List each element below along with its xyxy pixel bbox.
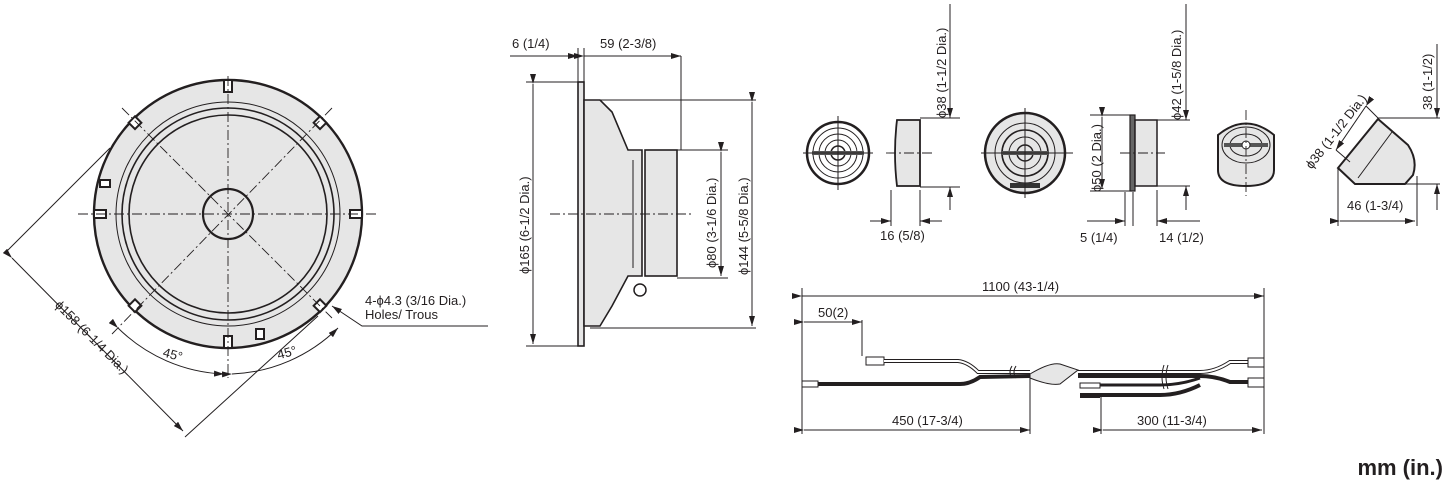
cable-offset-label: 50(2) <box>818 305 849 320</box>
tweeter-surface-mount <box>803 4 960 226</box>
cable-left-length-label: 450 (17-3/4) <box>892 413 963 428</box>
cable-total-length-label: 1100 (43-1/4) <box>982 279 1060 294</box>
tweeter-surface-depth-label: 16 (5/8) <box>880 228 925 243</box>
tweeter-mount-depth-label: 14 (1/2) <box>1159 230 1204 245</box>
flange-depth-label: 6 (1/4) <box>512 36 550 51</box>
woofer-side-view <box>510 48 756 347</box>
speaker-cable <box>792 288 1265 434</box>
tweeter-angled-front <box>1217 110 1275 196</box>
holes-label-line1: 4-ϕ4.3 (3/16 Dia.) <box>365 293 467 308</box>
holes-label-line2: Holes/ Trous <box>365 307 438 322</box>
tweeter-angled-height-label: 38 (1-1/2) <box>1420 53 1435 110</box>
woofer-front-view <box>2 76 488 438</box>
tweeter-flange-diameter-label: ϕ50 (2 Dia.) <box>1089 124 1104 192</box>
mount-depth-label: 59 (2-3/8) <box>600 36 657 51</box>
cutout-diameter-label: ϕ144 (5-5/8 Dia.) <box>736 177 751 275</box>
outer-diameter-label: ϕ165 (6-1/2 Dia.) <box>517 176 532 274</box>
tweeter-flush-mount <box>981 4 1200 226</box>
tweeter-angled-width-label: 46 (1-3/4) <box>1347 198 1404 213</box>
tweeter-flange-depth-label: 5 (1/4) <box>1080 230 1118 245</box>
magnet-diameter-label: ϕ80 (3-1/6 Dia.) <box>704 177 719 268</box>
units-label: mm (in.) <box>1357 455 1443 480</box>
tweeter-cutout-diameter-label: ϕ42 (1-5/8 Dia.) <box>1169 29 1184 120</box>
tweeter-angled-side <box>1330 44 1440 226</box>
tweeter-surface-diameter-label: ϕ38 (1-1/2 Dia.) <box>934 27 949 118</box>
cable-right-length-label: 300 (11-3/4) <box>1137 413 1207 428</box>
